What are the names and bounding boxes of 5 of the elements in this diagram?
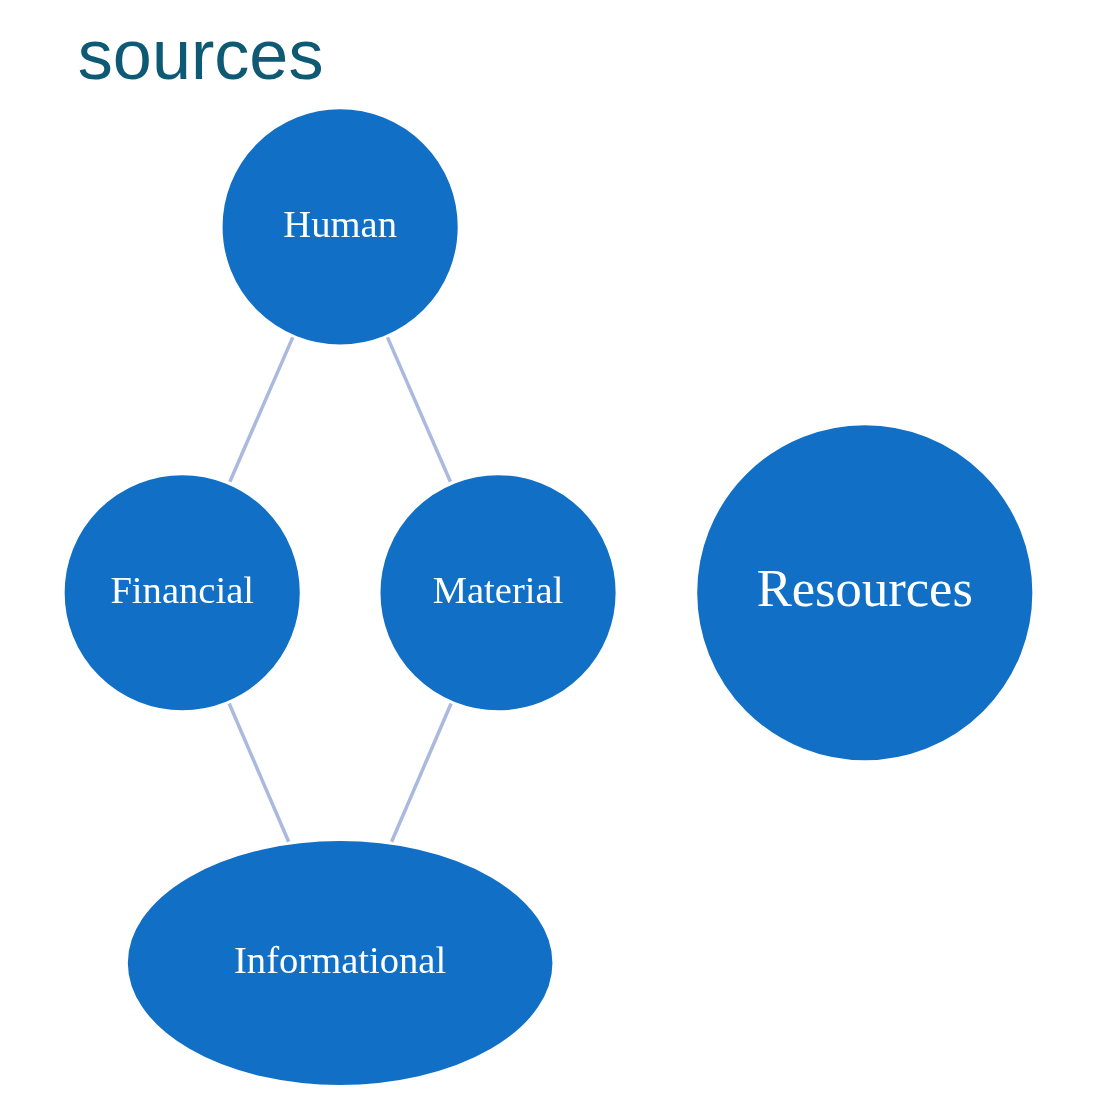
connector: [385, 336, 453, 483]
diagram-title: sources: [77, 14, 324, 94]
connector: [390, 702, 453, 843]
connector: [228, 336, 295, 483]
connector: [227, 702, 291, 843]
